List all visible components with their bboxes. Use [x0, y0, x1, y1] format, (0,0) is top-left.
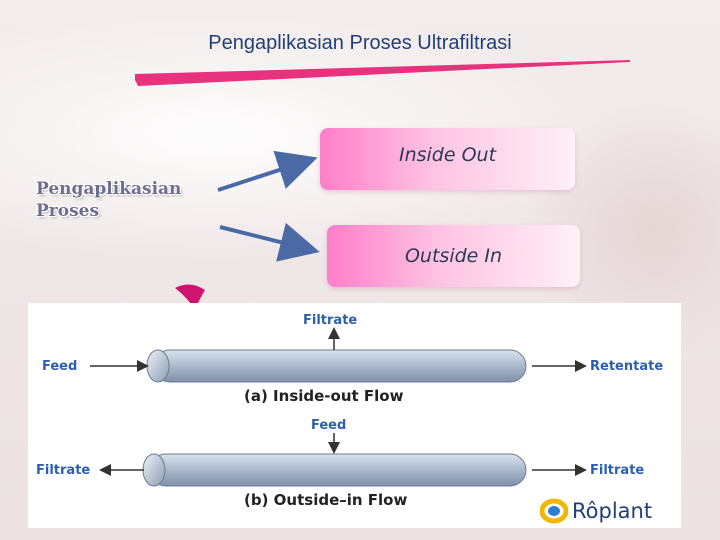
- arrow-to-outside-in: [219, 222, 320, 262]
- side-label: Pengaplikasian Proses: [36, 178, 216, 222]
- slide-title: Pengaplikasian Proses Ultrafiltrasi: [208, 32, 512, 54]
- brand-logo: Rôplant: [539, 498, 675, 524]
- label-retentate: Retentate: [590, 359, 663, 374]
- brand-name: Rôplant: [572, 499, 653, 523]
- side-label-line2: Proses: [36, 201, 100, 221]
- label-filtrate-left: Filtrate: [36, 463, 90, 478]
- label-feed-top: Feed: [42, 359, 77, 374]
- tube-outside-in: [142, 453, 527, 487]
- tube-inside-out: [146, 349, 527, 383]
- title-underline: [135, 60, 630, 86]
- roplant-logo-icon: [539, 498, 569, 524]
- option-inside-out-label: Inside Out: [398, 144, 497, 166]
- option-outside-in-label: Outside In: [404, 245, 503, 267]
- arrow-to-inside-out: [217, 150, 318, 192]
- caption-inside-out: (a) Inside-out Flow: [244, 387, 404, 405]
- label-filtrate-top: Filtrate: [303, 313, 357, 328]
- option-outside-in: Outside In: [327, 225, 580, 287]
- side-label-line1: Pengaplikasian: [36, 179, 182, 199]
- flow-figure: Filtrate Feed Retentate (a) Inside-out F…: [28, 303, 681, 528]
- option-inside-out: Inside Out: [320, 128, 575, 190]
- caption-outside-in: (b) Outside–in Flow: [244, 491, 407, 509]
- label-feed-bottom: Feed: [311, 418, 346, 433]
- flow-diagram: Filtrate Feed Retentate (a) Inside-out F…: [36, 313, 663, 509]
- label-filtrate-right: Filtrate: [590, 463, 644, 478]
